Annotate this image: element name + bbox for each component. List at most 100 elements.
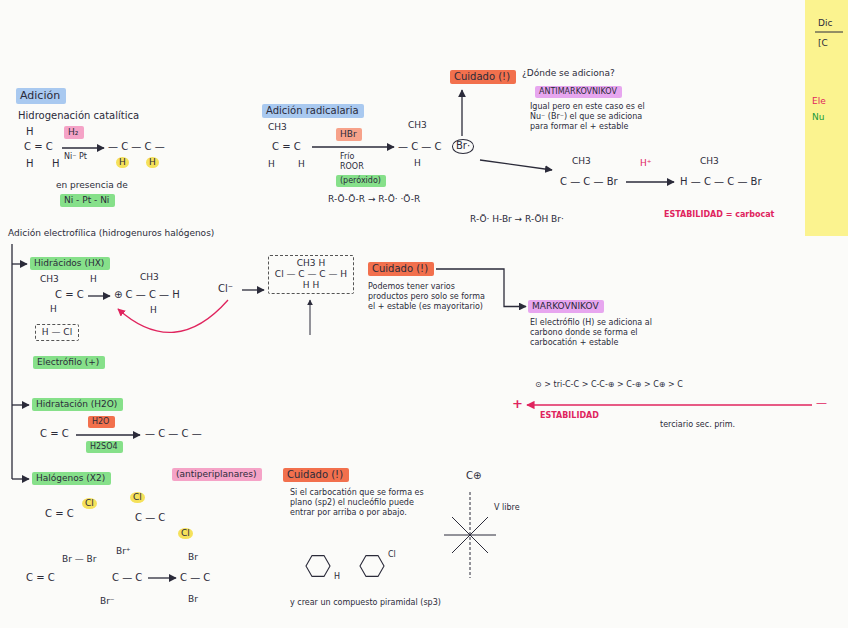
note-text: Igual pero en este caso es el Nu⁻ (Br⁻) … bbox=[530, 102, 662, 132]
reaction-arrow bbox=[312, 146, 394, 147]
formula-text: — C — C — bbox=[145, 428, 202, 441]
formula-text: ¿Dónde se adiciona? bbox=[522, 68, 615, 79]
formula-text: C⊕ bbox=[466, 470, 481, 483]
reagent-box: H — Cl bbox=[35, 324, 79, 341]
node-text: Electrófilo (+) bbox=[37, 357, 101, 368]
formula-text: terciario sec. prim. bbox=[660, 420, 735, 430]
stability-scale bbox=[527, 404, 812, 405]
formula-text: Cl bbox=[82, 498, 97, 509]
note-tag: (antiperiplanares) bbox=[172, 468, 262, 481]
formula-text: CH3 bbox=[572, 156, 591, 167]
pointer-arrow bbox=[461, 90, 462, 136]
node-text: H₂ bbox=[68, 127, 80, 138]
node-text: MARKOVNIKOV bbox=[532, 301, 600, 312]
formula-text: Hidrogenación catalítica bbox=[18, 110, 139, 123]
formula-text: ESTABILIDAD bbox=[540, 411, 599, 421]
formula-text: Br· bbox=[452, 139, 474, 154]
reaction-arrow bbox=[480, 160, 552, 170]
rule-tag: ANTIMARKOVNIKOV bbox=[535, 86, 622, 98]
formula-text: Cl bbox=[178, 528, 193, 539]
formula-text: [C bbox=[818, 38, 828, 49]
formula-text: Nu bbox=[812, 112, 824, 123]
formula-text: Cl⁻ bbox=[218, 283, 233, 296]
formula-text: ROOR bbox=[340, 162, 364, 172]
formula-text: + bbox=[512, 396, 523, 412]
node-text: CH3 H bbox=[274, 258, 348, 269]
branch-tag: Halógenos (X2) bbox=[32, 472, 111, 485]
branch-tag: Hidrácidos (HX) bbox=[30, 257, 110, 270]
formula-text: R-Ö· H-Br → R-ÖH Br· bbox=[470, 214, 564, 225]
formula-text: Ele bbox=[812, 96, 826, 107]
reagent-tag: H2O bbox=[88, 416, 115, 428]
formula-text: Br — Br bbox=[62, 554, 96, 565]
formula-text: Ni⁻ Pt bbox=[64, 152, 87, 162]
formula-text: — C — C bbox=[398, 141, 442, 154]
formula-text: H bbox=[298, 159, 305, 170]
reagent-tag: H₂ bbox=[64, 126, 84, 139]
formula-text: Cl bbox=[130, 492, 145, 503]
formula-text: C = C bbox=[272, 141, 301, 154]
note-text: El electrófilo (H) se adiciona al carbon… bbox=[530, 318, 665, 348]
branch-tag: Hidratación (H2O) bbox=[32, 398, 123, 411]
node-text: Adición bbox=[20, 89, 62, 102]
reaction-arrow bbox=[626, 181, 674, 182]
formula-text: H bbox=[90, 274, 97, 285]
formula-text: ESTABILIDAD = carbocat bbox=[664, 210, 774, 220]
cyclohexane-ring bbox=[306, 556, 330, 577]
formula-text: y crear un compuesto piramidal (sp3) bbox=[290, 598, 441, 608]
formula-text: H bbox=[26, 126, 34, 139]
formula-text: — bbox=[816, 396, 827, 410]
formula-text: C = C bbox=[40, 428, 69, 441]
formula-text: Dic bbox=[818, 18, 832, 29]
node-text: Hidrácidos (HX) bbox=[34, 258, 106, 269]
formula-text: C — C — Br bbox=[560, 176, 618, 189]
formula-text: H bbox=[52, 158, 60, 171]
formula-text: H bbox=[146, 157, 159, 168]
node-text: HBr bbox=[340, 129, 358, 140]
node-text: Adición radicalaria bbox=[266, 105, 360, 117]
node-text: H — Cl bbox=[41, 327, 73, 338]
formula-text: CH3 bbox=[408, 120, 427, 131]
reaction-arrow bbox=[148, 577, 176, 578]
note-tag: Electrófilo (+) bbox=[33, 356, 105, 369]
formula-text: Br bbox=[188, 594, 198, 605]
reagent-tag: HBr bbox=[336, 128, 362, 141]
sticky-note bbox=[805, 0, 848, 236]
formula-text: CH3 bbox=[268, 122, 287, 133]
section-tag: Adición radicalaria bbox=[262, 104, 364, 118]
fraction-bar bbox=[815, 32, 843, 33]
orbital-line bbox=[452, 517, 488, 553]
reaction-arrow bbox=[242, 289, 264, 290]
formula-text: H bbox=[50, 304, 57, 315]
node-text: Ni - Pt - Ni bbox=[64, 195, 111, 206]
note-text: Podemos tener varios productos pero solo… bbox=[368, 282, 486, 312]
catalyst-tag: H2SO4 bbox=[86, 441, 123, 453]
node-text: Halógenos (X2) bbox=[36, 473, 107, 484]
formula-text: H bbox=[116, 157, 129, 168]
node-text: H2O bbox=[92, 417, 111, 427]
formula-text: CH3 bbox=[700, 156, 719, 167]
formula-text: H — C — C — Br bbox=[680, 176, 762, 189]
formula-text: C = C bbox=[45, 508, 74, 521]
node-text: Cuidado (!) bbox=[372, 263, 430, 275]
condition-tag: (peróxido) bbox=[336, 175, 386, 187]
formula-text: Br bbox=[188, 552, 198, 563]
formula-text: C — C bbox=[135, 512, 165, 525]
mechanism-arrow bbox=[118, 300, 228, 332]
formula-text: Adición electrofílica (hidrogenuros haló… bbox=[8, 228, 214, 239]
reaction-arrow bbox=[76, 434, 140, 435]
formula-text: H⁺ bbox=[640, 158, 652, 169]
formula-text: Br⁻ bbox=[100, 596, 115, 607]
branch-arrow bbox=[12, 478, 29, 479]
branch-bracket bbox=[11, 244, 12, 479]
formula-text: H bbox=[268, 159, 275, 170]
note-text: Si el carbocatión que se forma es plano … bbox=[290, 488, 425, 518]
formula-text: C = C bbox=[26, 572, 55, 585]
node-text: (antiperiplanares) bbox=[176, 469, 258, 480]
formula-text: H bbox=[150, 305, 157, 316]
